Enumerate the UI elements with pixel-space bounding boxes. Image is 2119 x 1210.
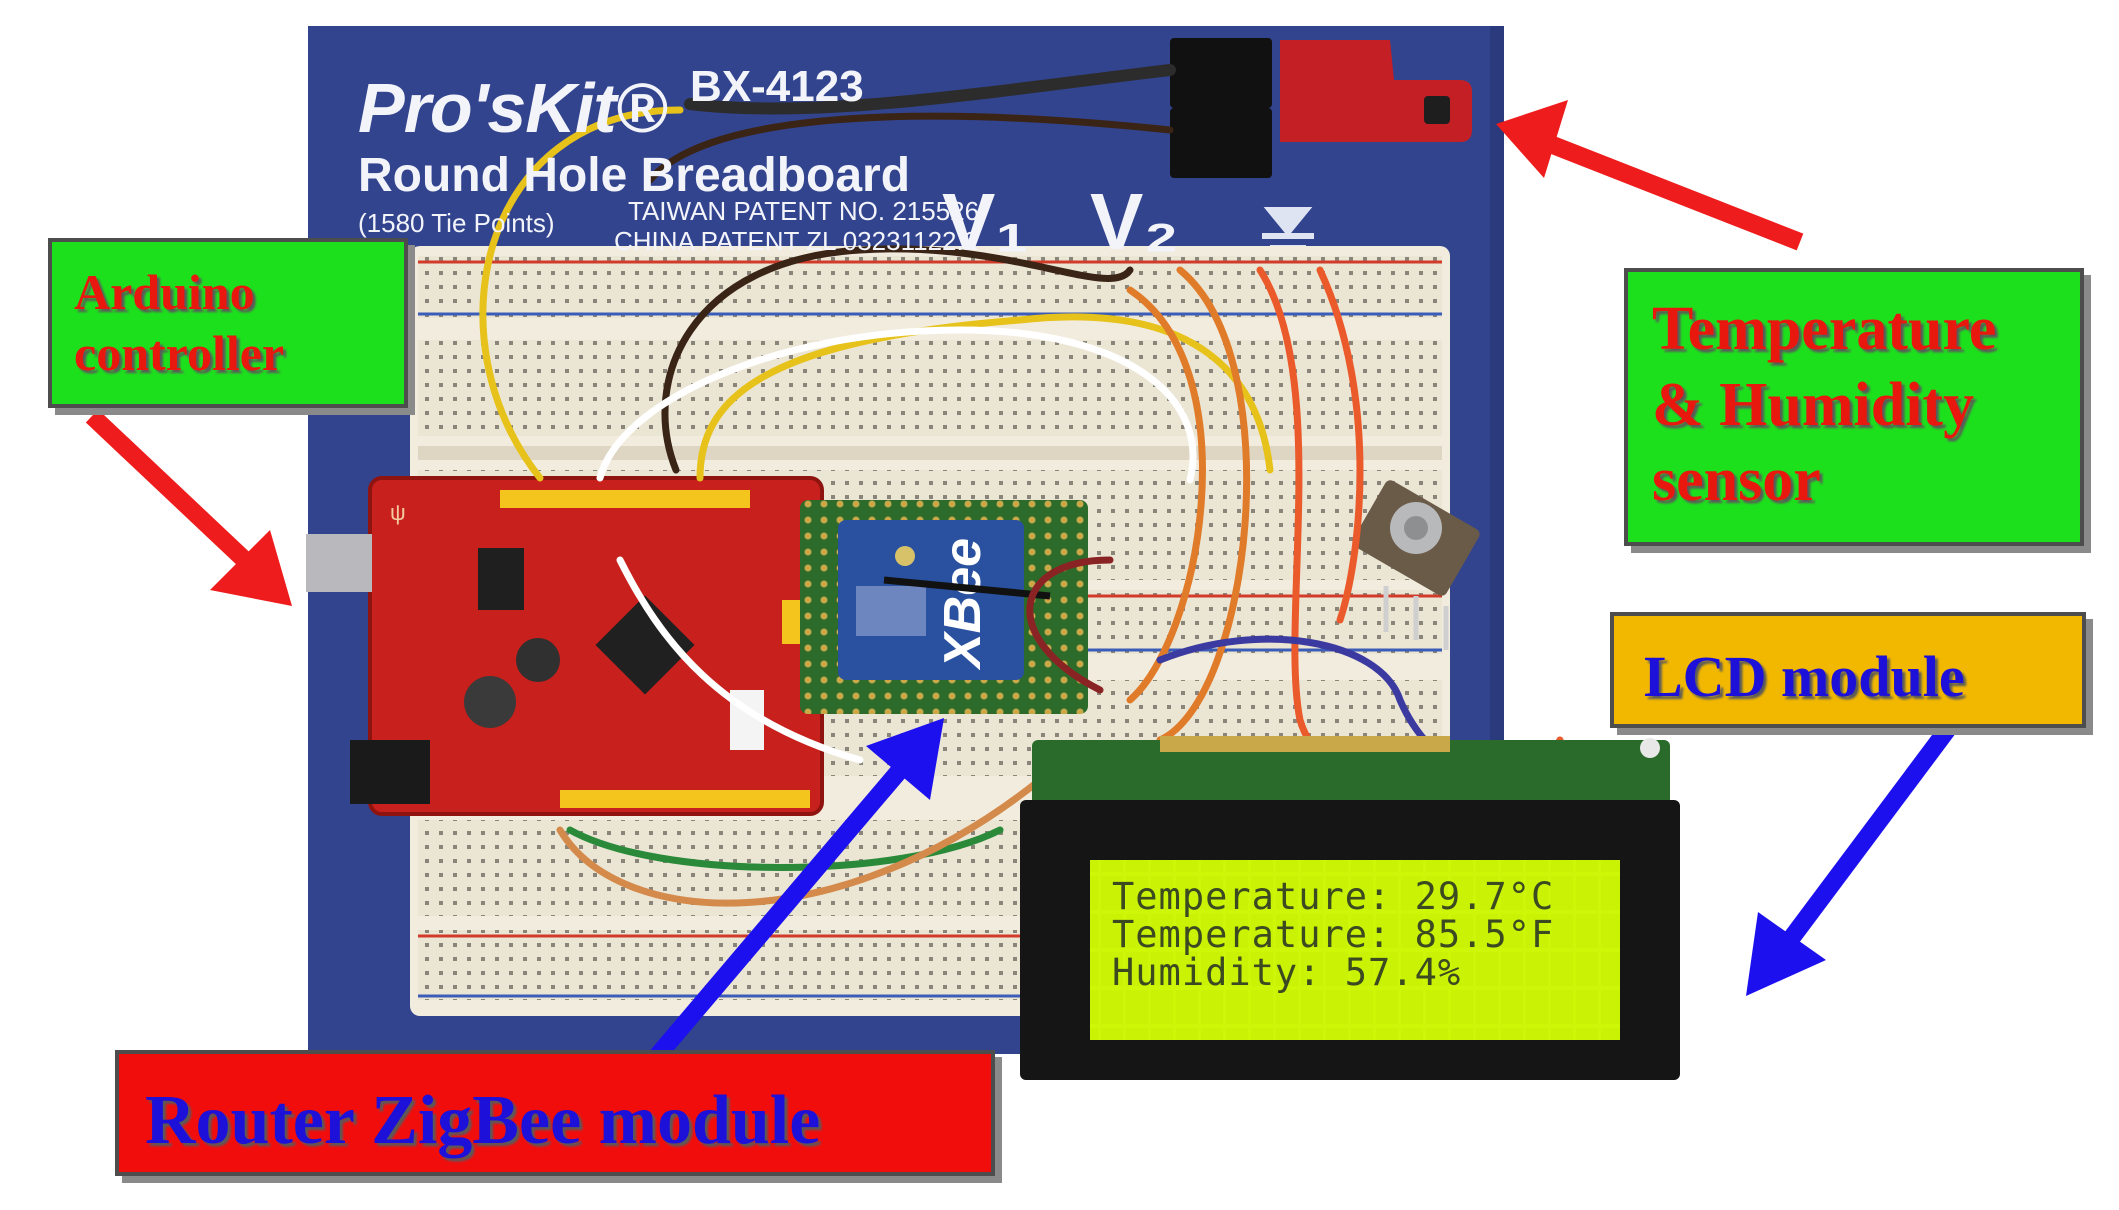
lcd-module (1020, 736, 1680, 1080)
sensor-label-line2: & Humidity (1652, 370, 1975, 439)
lcd-line-celsius: Temperature: 29.7°C (1112, 875, 1555, 918)
lcd-screen: Temperature: 29.7°C Temperature: 85.5°F … (1090, 860, 1620, 1040)
svg-text:ψ: ψ (390, 500, 406, 525)
arrow-icon (623, 718, 944, 1094)
usb-connector (306, 534, 372, 592)
lcd-label-text: LCD module (1644, 644, 1965, 709)
lcd-line-fahrenheit: Temperature: 85.5°F (1112, 913, 1555, 956)
arduino-label-line1: Arduino (74, 264, 255, 320)
sensor-board (1170, 38, 1472, 178)
arrow-icon (1496, 100, 1804, 251)
xbee-module: XBee (800, 500, 1088, 714)
breadboard-patent-china: CHINA PATENT ZL 03231122.2 (614, 226, 979, 256)
router-zigbee-module-label: Router ZigBee module (115, 1050, 995, 1176)
breadboard-patent-taiwan: TAIWAN PATENT NO. 215526 (628, 196, 980, 226)
arrow-icon (1746, 720, 1958, 996)
lcd-line-humidity: Humidity: 57.4% (1112, 951, 1462, 994)
dc-jack (350, 740, 430, 804)
arrow-icon (85, 409, 292, 606)
breadboard-tie-points: (1580 Tie Points) (358, 208, 555, 238)
breadboard-brand: Pro'sKit® (358, 69, 667, 147)
temperature-humidity-sensor-label: Temperature & Humidity sensor (1624, 268, 2084, 546)
breadboard-v2-label: V₂ (1090, 177, 1179, 266)
breadboard-v1-label: V₁ (942, 177, 1029, 266)
arduino-label-line2: controller (74, 325, 285, 381)
lcd-module-label: LCD module (1610, 612, 2086, 728)
zigbee-label-text: Router ZigBee module (145, 1082, 821, 1159)
arduino-controller-label: Arduino controller (48, 238, 408, 408)
sensor-label-line3: sensor (1652, 446, 1821, 515)
breadboard-product-name: Round Hole Breadboard (358, 149, 911, 202)
sensor-label-line1: Temperature (1652, 295, 1997, 363)
arduino-board: ψ (306, 476, 824, 816)
svg-text:XBee: XBee (934, 538, 992, 671)
potentiometer (1352, 480, 1480, 650)
breadboard-model: BX-4123 (690, 62, 864, 111)
arrows (85, 100, 1958, 1094)
